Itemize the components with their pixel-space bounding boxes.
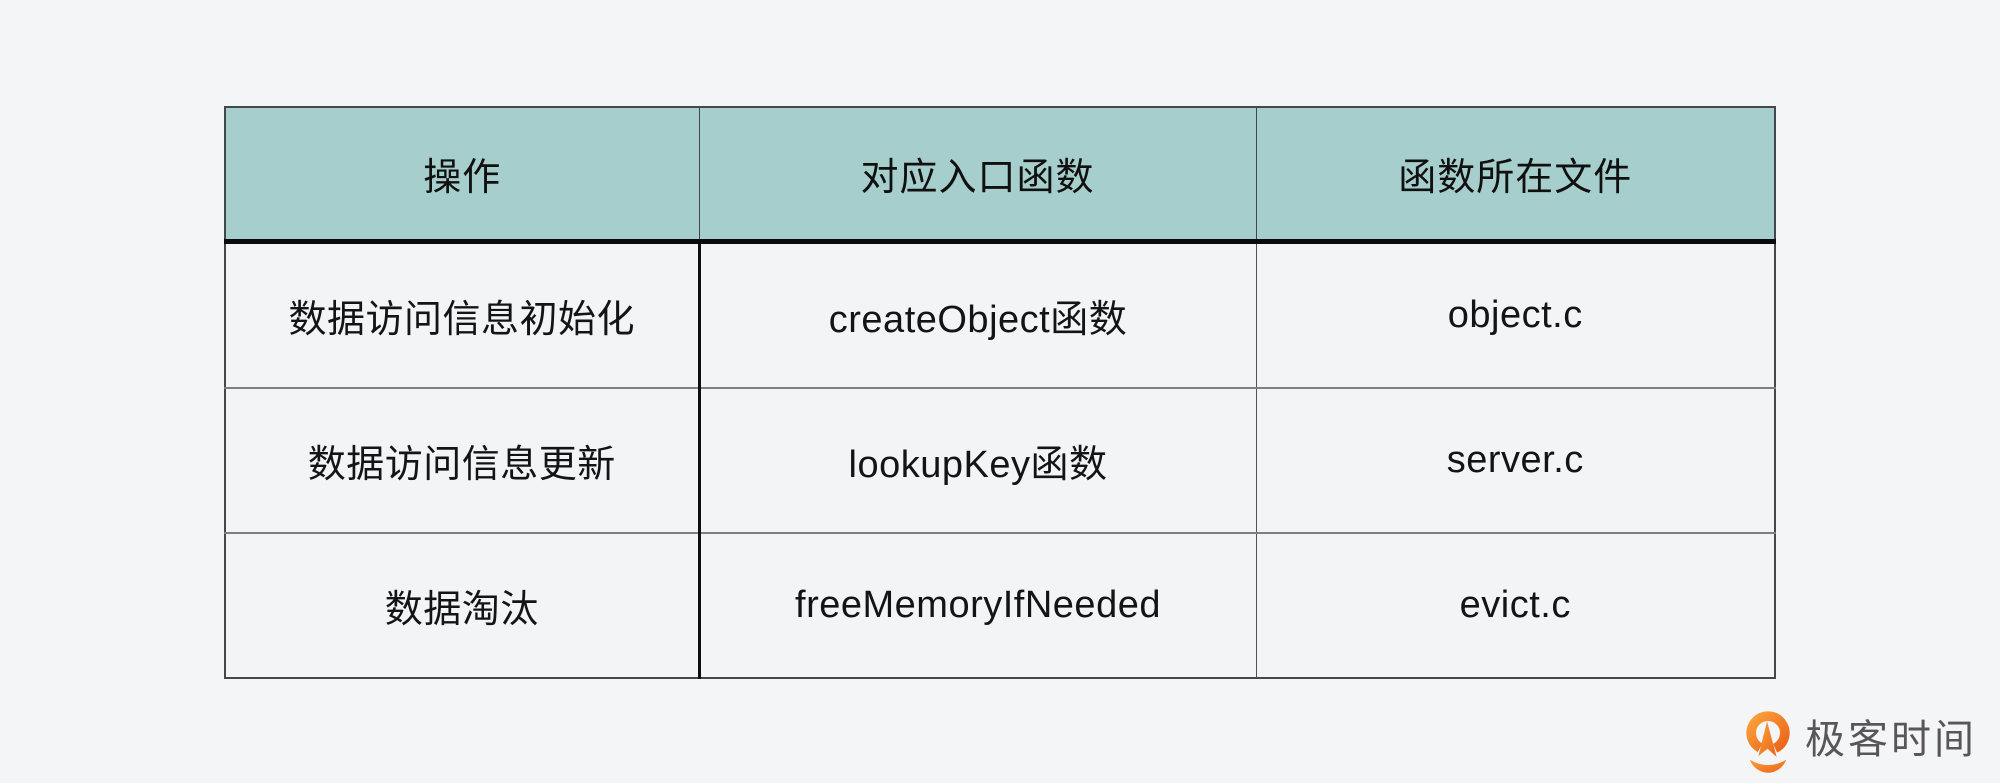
table-cell: server.c	[1256, 388, 1775, 534]
table-row: 数据访问信息更新 lookupKey函数 server.c	[225, 388, 1775, 534]
table-row: 数据淘汰 freeMemoryIfNeeded evict.c	[225, 533, 1775, 678]
table-cell: createObject函数	[699, 241, 1257, 389]
table-cell: evict.c	[1256, 533, 1775, 678]
table-cell: freeMemoryIfNeeded	[699, 533, 1257, 678]
function-mapping-table: 操作 对应入口函数 函数所在文件 数据访问信息初始化 createObject函…	[224, 106, 1776, 679]
geektime-logo-text: 极客时间	[1805, 718, 1977, 762]
geektime-pin-icon	[1746, 710, 1790, 773]
table-cell: object.c	[1256, 241, 1775, 389]
table-header-cell-operation: 操作	[225, 107, 700, 244]
table-header-cell-entry-function: 对应入口函数	[699, 107, 1257, 244]
table-header-row: 操作 对应入口函数 函数所在文件	[225, 107, 1775, 244]
table-cell: 数据淘汰	[225, 533, 701, 678]
table-cell: 数据访问信息更新	[225, 388, 701, 534]
table-cell: 数据访问信息初始化	[225, 241, 701, 389]
table-cell: lookupKey函数	[699, 388, 1257, 534]
geektime-logo: 极客时间	[1744, 708, 1977, 776]
table-row: 数据访问信息初始化 createObject函数 object.c	[225, 241, 1775, 389]
table-header-cell-source-file: 函数所在文件	[1256, 107, 1775, 244]
